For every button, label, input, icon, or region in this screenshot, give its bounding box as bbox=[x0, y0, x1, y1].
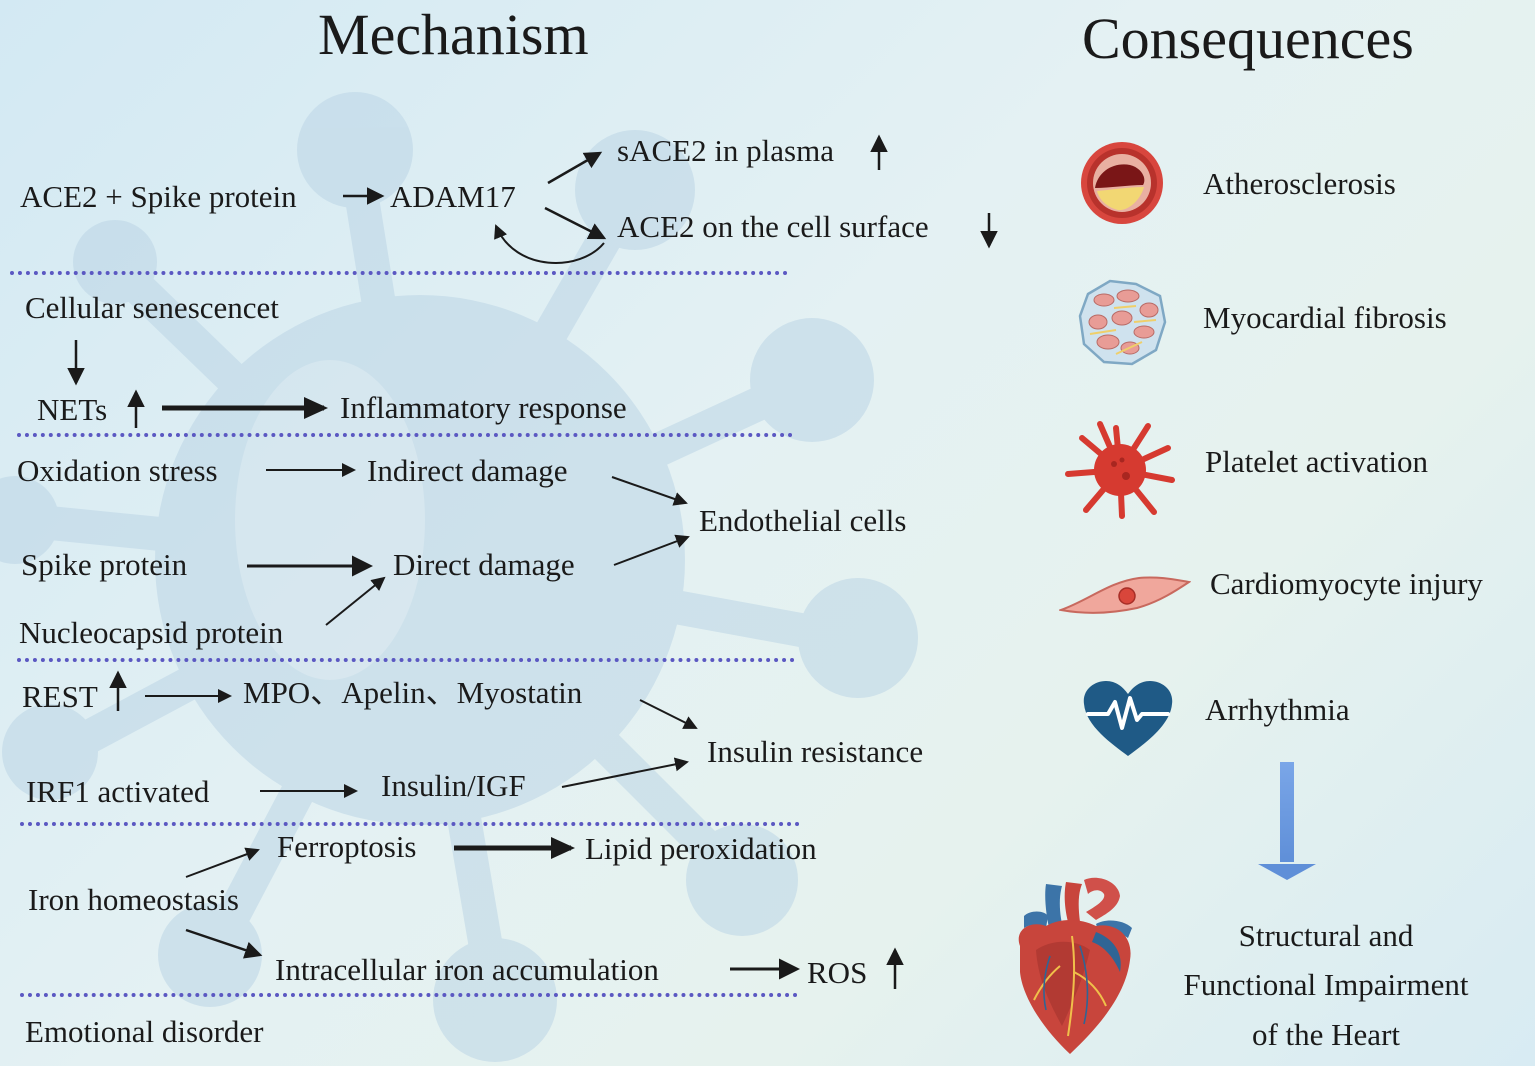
indirect-damage-label: Indirect damage bbox=[367, 453, 568, 488]
cardiomyocyte-icon bbox=[1059, 576, 1191, 614]
ros-label: ROS bbox=[807, 955, 868, 990]
consequence-label: Platelet activation bbox=[1205, 444, 1428, 479]
arrow bbox=[547, 151, 603, 185]
section-separator bbox=[10, 271, 788, 275]
artery-cross-section-icon bbox=[1081, 142, 1163, 224]
anatomical-heart-icon bbox=[1018, 877, 1132, 1054]
outcome-line-2: Functional Impairment bbox=[1183, 967, 1469, 1002]
outcome-line-1: Structural and bbox=[1238, 918, 1414, 953]
consequence-label: Atherosclerosis bbox=[1203, 166, 1396, 201]
section-separator bbox=[20, 822, 800, 826]
arrow bbox=[185, 847, 260, 878]
insulin-igf-label: Insulin/IGF bbox=[381, 768, 526, 803]
endothelial-cells-label: Endothelial cells bbox=[699, 503, 907, 538]
ace2-spike-label: ACE2 + Spike protein bbox=[20, 179, 297, 214]
section-separator bbox=[17, 433, 793, 437]
section-separator bbox=[20, 993, 798, 997]
activated-platelet-icon bbox=[1065, 421, 1175, 519]
lipid-peroxidation-label: Lipid peroxidation bbox=[585, 831, 817, 866]
spike-protein-label: Spike protein bbox=[21, 547, 188, 582]
consequence-label: Arrhythmia bbox=[1205, 692, 1350, 727]
emotional-disorder-label: Emotional disorder bbox=[25, 1014, 264, 1049]
irf1-activated-label: IRF1 activated bbox=[26, 774, 210, 809]
consequence-label: Myocardial fibrosis bbox=[1203, 300, 1447, 335]
arrow bbox=[185, 928, 263, 959]
iron-accumulation-label: Intracellular iron accumulation bbox=[275, 952, 659, 987]
heart-ecg-icon bbox=[1083, 681, 1173, 756]
nucleocapsid-protein-label: Nucleocapsid protein bbox=[19, 615, 284, 650]
direct-damage-label: Direct damage bbox=[393, 547, 575, 582]
sace2-plasma-label: sACE2 in plasma bbox=[617, 133, 834, 168]
iron-homeostasis-label: Iron homeostasis bbox=[28, 882, 239, 917]
adam17-label: ADAM17 bbox=[390, 179, 516, 214]
arrow bbox=[325, 576, 386, 626]
fibrotic-tissue-icon bbox=[1078, 279, 1167, 366]
ferroptosis-label: Ferroptosis bbox=[277, 829, 417, 864]
rest-label: REST bbox=[22, 679, 98, 714]
mechanism-header: Mechanism bbox=[318, 2, 589, 67]
arrow bbox=[561, 757, 689, 788]
insulin-resistance-label: Insulin resistance bbox=[707, 734, 924, 769]
cellular-senescence-label: Cellular senescencet bbox=[25, 290, 279, 325]
down-arrow-icon bbox=[1258, 762, 1316, 880]
arrow bbox=[494, 224, 605, 264]
oxidation-stress-label: Oxidation stress bbox=[17, 453, 218, 488]
consequences-header: Consequences bbox=[1082, 6, 1414, 71]
consequence-label: Cardiomyocyte injury bbox=[1210, 566, 1483, 601]
arrow bbox=[544, 206, 607, 240]
arrow bbox=[613, 534, 690, 566]
inflammatory-response-label: Inflammatory response bbox=[340, 390, 627, 425]
arrow bbox=[611, 476, 688, 506]
outcome-line-3: of the Heart bbox=[1251, 1017, 1401, 1052]
mpo-apelin-myostatin-label: MPO、Apelin、Myostatin bbox=[243, 675, 583, 710]
arrow bbox=[639, 699, 698, 729]
ace2-surface-label: ACE2 on the cell surface bbox=[617, 209, 929, 244]
section-separator bbox=[17, 658, 795, 662]
nets-label: NETs bbox=[37, 392, 108, 427]
